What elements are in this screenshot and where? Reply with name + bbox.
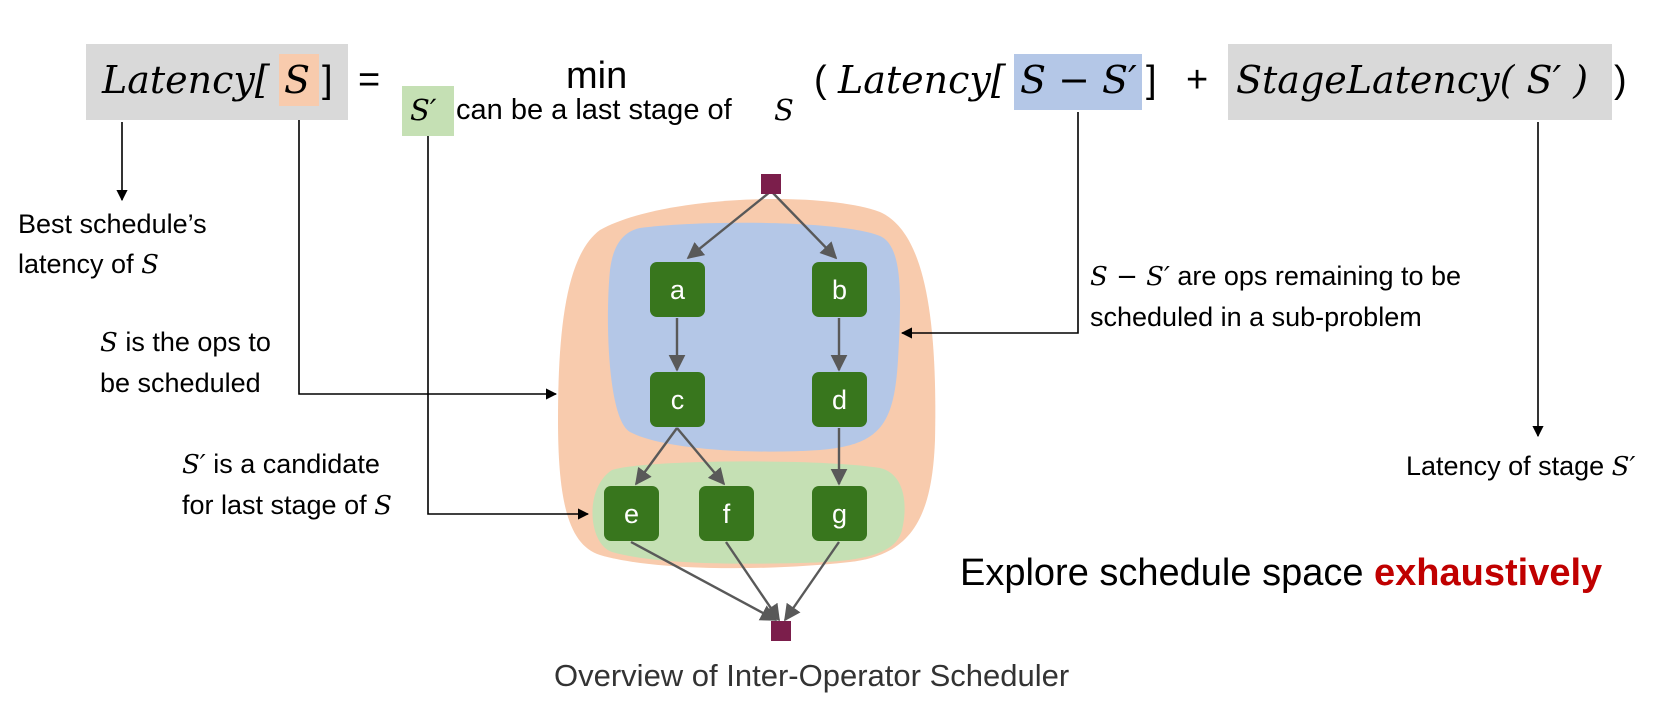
node-label-f: f [723, 499, 731, 529]
remaining-ops-var: S − S′ [1090, 262, 1170, 292]
rhs-close-bracket: ] [1146, 59, 1157, 101]
edge-c-e [635, 427, 678, 486]
arrow-remaining-to-blue [900, 112, 1079, 339]
explore-highlight: exhaustively [1374, 552, 1603, 594]
graph-node-a: a [650, 262, 705, 317]
close-paren: ) [1614, 59, 1627, 101]
lhs-close-bracket: ] [322, 59, 333, 101]
s-annotation-line2: be scheduled [100, 368, 261, 398]
graph-node-b: b [812, 262, 867, 317]
min-operator: min [566, 55, 628, 97]
node-label-c: c [671, 385, 685, 415]
rhs-s-minus-sprime: S − S′ [1020, 58, 1137, 102]
source-terminal [761, 174, 781, 194]
min-subscript-s: S [774, 93, 794, 127]
sink-terminal [771, 621, 791, 641]
edge-top-a [686, 191, 771, 260]
sprime-annotation-line1: S′ is a candidate [182, 449, 380, 480]
edge-c-f [676, 427, 726, 486]
remaining-ops-line2: scheduled in a sub-problem [1090, 302, 1422, 332]
min-subscript-text: can be a last stage of [456, 94, 732, 126]
graph-node-e: e [604, 486, 659, 541]
sprime-annotation-line2: for last stage of S [182, 490, 392, 521]
arrow-s-to-region [298, 106, 558, 400]
node-label-b: b [832, 275, 847, 305]
stage-latency-annotation: Latency of stage S′ [1406, 451, 1636, 482]
edge-g-bottom [784, 541, 840, 622]
min-subscript-sprime: S′ [410, 93, 437, 127]
best-schedule-annotation: Best schedule’s latency of S [18, 204, 207, 285]
stage-latency-box [1228, 44, 1612, 120]
s-annotation-var: S [100, 328, 118, 358]
open-paren: ( [814, 59, 827, 101]
stage-latency-var: S′ [1611, 452, 1636, 482]
best-schedule-line2: latency of S [18, 249, 159, 280]
sprime-subscript-highlight [402, 86, 454, 136]
best-schedule-line1: Best schedule’s [18, 209, 207, 239]
sprime-annotation-var: S′ [182, 450, 206, 480]
graph-node-c: c [650, 372, 705, 427]
figure-caption: Overview of Inter-Operator Scheduler [554, 658, 1070, 693]
rhs-latency-word: Latency[ [838, 58, 1006, 102]
s-annotation-line1: S is the ops to [100, 327, 271, 358]
node-label-e: e [624, 499, 639, 529]
edge-e-bottom [630, 540, 778, 622]
lhs-latency-word: Latency[ [102, 58, 270, 102]
rhs-s-minus-sprime-highlight [1014, 54, 1142, 110]
node-label-g: g [832, 499, 847, 529]
graph-node-f: f [699, 486, 754, 541]
remaining-ops-line1: S − S′ are ops remaining to be [1090, 261, 1462, 292]
stage-latency-term: StageLatency( S′ ) [1236, 58, 1589, 102]
equals-sign: = [358, 59, 381, 101]
explore-statement: Explore schedule space exhaustively [960, 552, 1603, 594]
sprime-annotation: S′ is a candidate for last stage of S [182, 444, 392, 526]
graph-node-d: d [812, 372, 867, 427]
s-annotation: S is the ops to be scheduled [100, 322, 271, 403]
best-schedule-var: S [141, 250, 159, 280]
edge-top-b [771, 191, 838, 260]
remaining-ops-annotation: S − S′ are ops remaining to be scheduled… [1090, 256, 1461, 337]
edge-f-bottom [725, 541, 780, 622]
lhs-s-highlight [279, 54, 319, 106]
node-label-d: d [832, 385, 847, 415]
node-label-a: a [670, 275, 686, 305]
graph-node-g: g [812, 486, 867, 541]
lhs-s-var: S [284, 58, 311, 102]
arrow-sprime-to-green [427, 136, 590, 520]
graph-edges [630, 191, 848, 622]
sprime-annotation-line2-var: S [374, 491, 392, 521]
plus-sign: + [1186, 59, 1209, 101]
